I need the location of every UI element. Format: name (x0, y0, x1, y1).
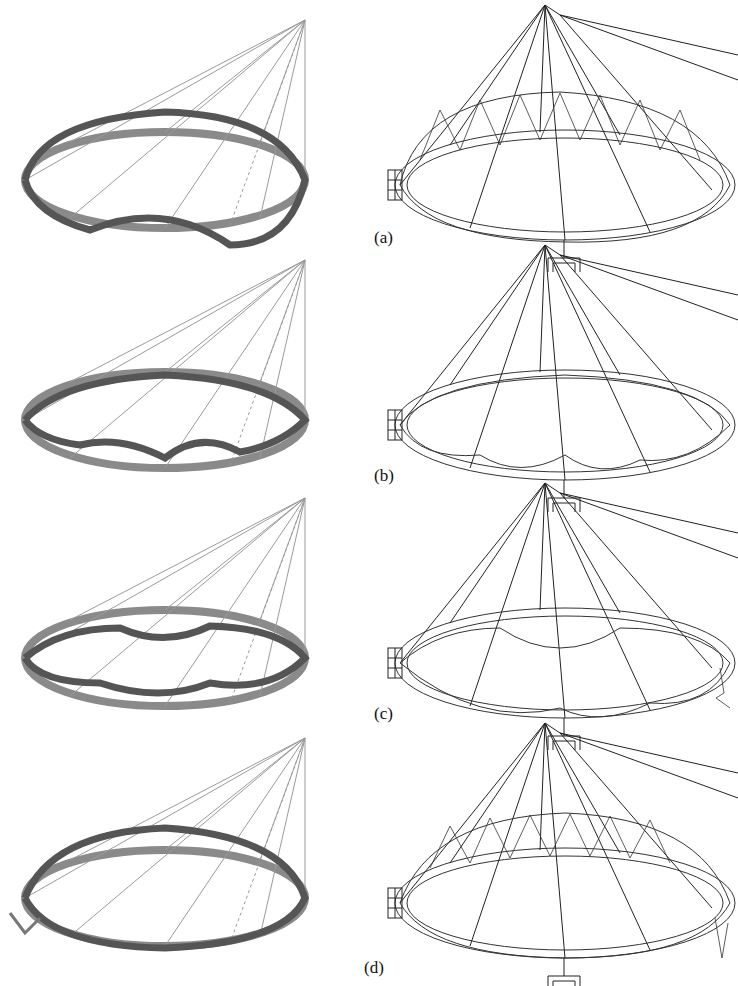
subfigure-label: (a) (372, 228, 395, 248)
subfigure-label: (c) (372, 704, 395, 724)
subfigure-label: (b) (372, 466, 396, 486)
subfigure-label: (d) (362, 958, 386, 978)
